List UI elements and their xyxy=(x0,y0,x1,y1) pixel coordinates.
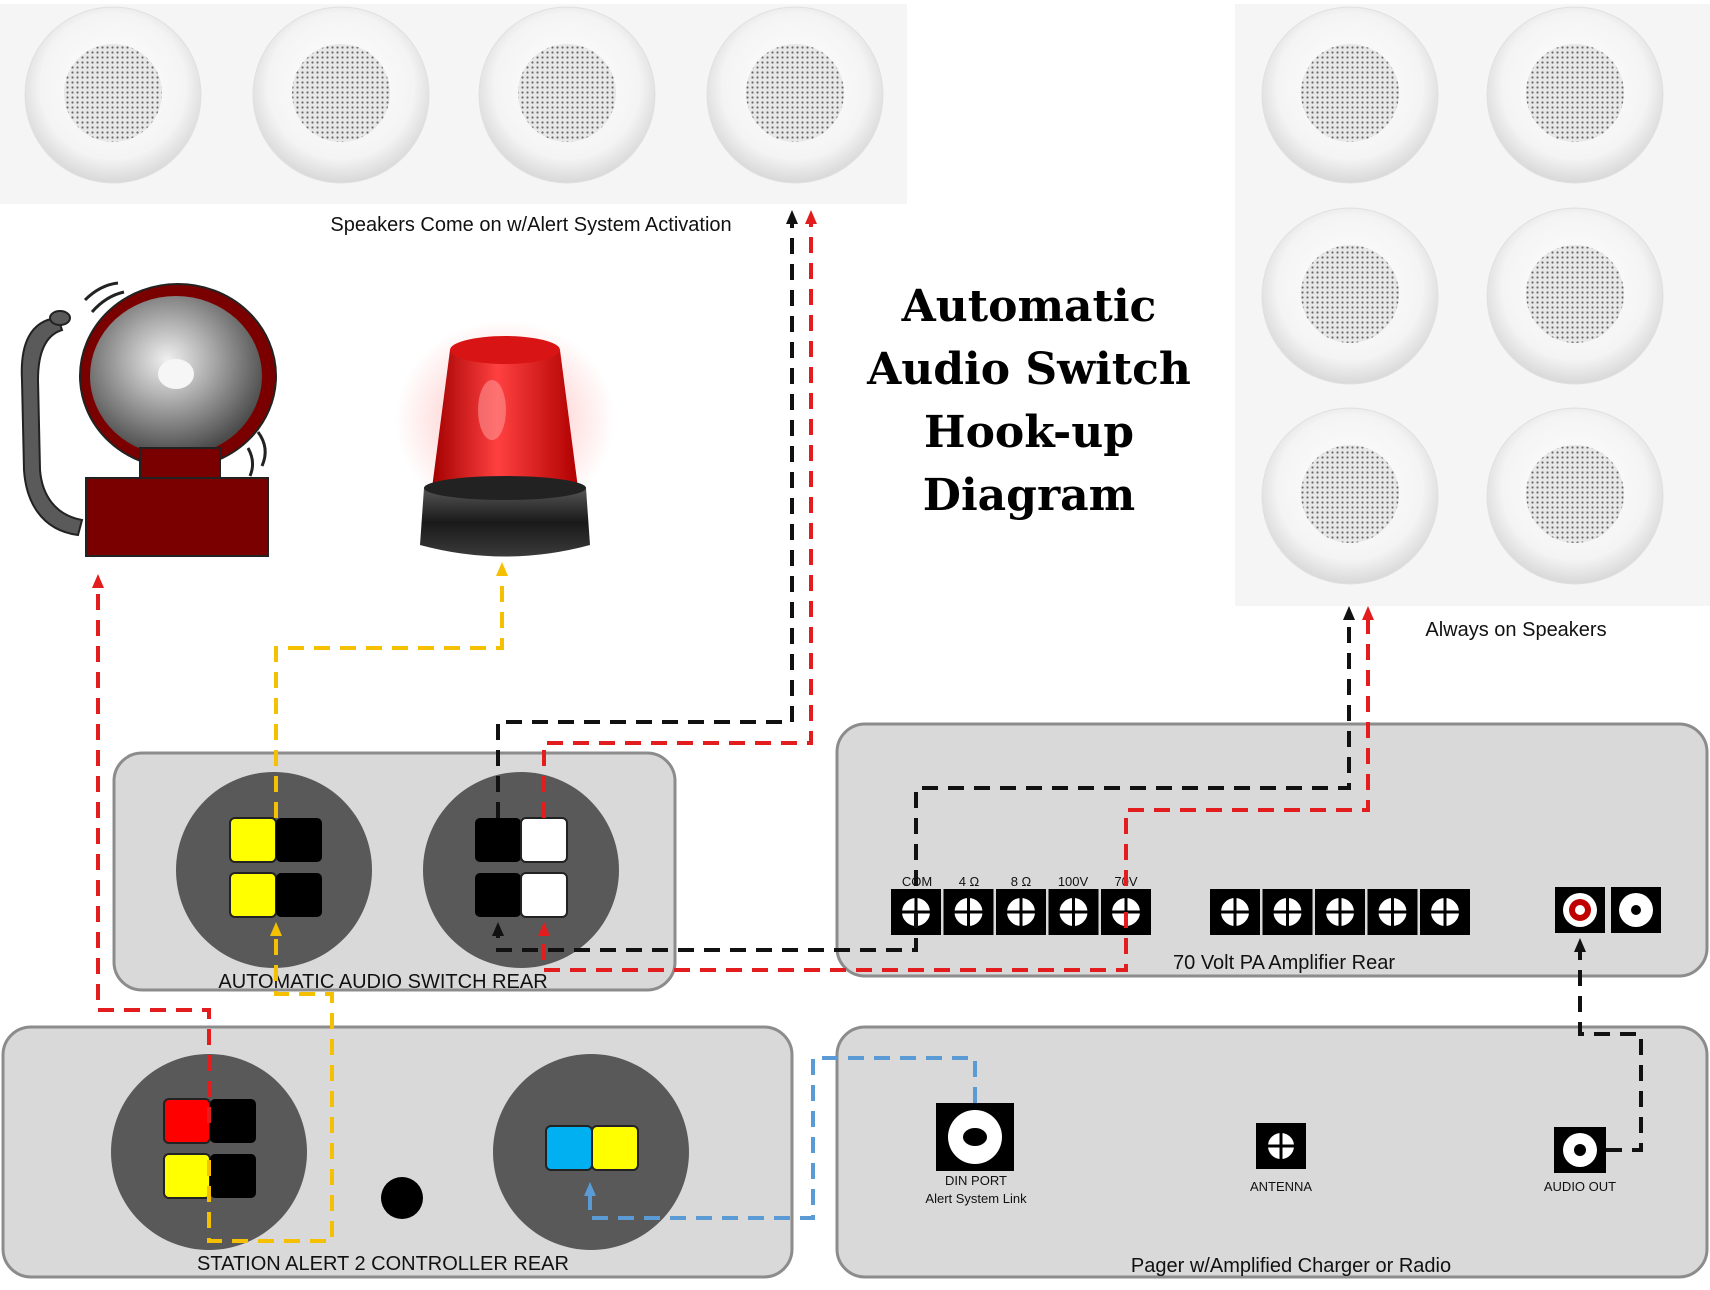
wire-red-to-always-on xyxy=(1124,618,1370,886)
terminal-label: 100V xyxy=(1058,874,1089,889)
arrowhead xyxy=(786,210,798,224)
title-line: Audio Switch xyxy=(866,344,1191,395)
antenna-label: ANTENNA xyxy=(1250,1179,1312,1194)
always-on-speaker xyxy=(1261,6,1439,184)
amplifier-rear-label: 70 Volt PA Amplifier Rear xyxy=(1173,952,1395,974)
wiring xyxy=(96,220,1643,1243)
terminal-black xyxy=(210,1099,256,1143)
always-on-speaker xyxy=(1261,207,1439,385)
terminal-label: 8 Ω xyxy=(1011,874,1032,889)
arrowhead xyxy=(1362,606,1374,620)
terminal-blue xyxy=(545,1125,593,1171)
terminal-yellow xyxy=(163,1153,211,1199)
always-on-speaker xyxy=(1486,6,1664,184)
controller-connector-left xyxy=(111,1054,307,1250)
terminal-label: 4 Ω xyxy=(959,874,980,889)
screw-terminal xyxy=(1262,889,1313,935)
wire-yellow-controller-to-switch xyxy=(207,928,334,1243)
red-beacon-icon xyxy=(395,320,615,557)
din-port-label: DIN PORT xyxy=(945,1173,1007,1188)
wire-black-to-always-on xyxy=(914,618,1351,886)
terminal-yellow xyxy=(229,872,277,918)
wire-blue-din-to-controller xyxy=(588,1056,977,1220)
arrowhead xyxy=(538,922,550,936)
terminal-white xyxy=(520,817,568,863)
wire-black-audio-out-to-amp xyxy=(1578,950,1643,1152)
terminal-black xyxy=(210,1154,256,1198)
screw-terminal xyxy=(1210,889,1260,935)
wire-red-70v-to-switch xyxy=(542,912,1128,972)
switch-connector-right xyxy=(423,772,619,968)
arrowhead xyxy=(270,922,282,936)
audio-out-jack xyxy=(1554,1127,1606,1173)
title-line: Automatic xyxy=(901,281,1157,332)
screw-terminal xyxy=(1315,889,1365,935)
always-on-speaker xyxy=(1486,407,1664,585)
always-on-speaker xyxy=(1486,207,1664,385)
switch-rear-label: AUTOMATIC AUDIO SWITCH REAR xyxy=(218,971,547,993)
alert-speaker xyxy=(252,6,430,184)
antenna-terminal xyxy=(1256,1123,1306,1169)
pa-amplifier-panel: COM 4 Ω 8 Ω 100V 70V 70 Volt PA Amplifie… xyxy=(835,722,1709,978)
always-on-speaker xyxy=(1261,407,1439,585)
station-alert-controller-panel: STATION ALERT 2 CONTROLLER REAR xyxy=(1,1025,794,1279)
controller-round-port xyxy=(381,1177,423,1219)
din-port-jack xyxy=(936,1103,1014,1171)
terminal-yellow xyxy=(229,817,277,863)
rca-jack-white xyxy=(1611,887,1661,933)
terminal-black xyxy=(276,818,322,862)
speaker-terminal-strip xyxy=(891,889,1151,935)
pager-panel: DIN PORT Alert System Link ANTENNA AUDIO… xyxy=(835,1025,1709,1279)
terminal-white xyxy=(520,872,568,918)
aux-terminal-strip xyxy=(1210,889,1470,935)
wire-red-to-alert-speakers xyxy=(542,220,813,818)
alert-speaker xyxy=(706,6,884,184)
terminal-black xyxy=(276,873,322,917)
screw-terminal xyxy=(943,889,994,935)
arrowhead xyxy=(805,210,817,224)
alert-speaker xyxy=(478,6,656,184)
screw-terminal xyxy=(996,889,1046,935)
wire-yellow-to-beacon xyxy=(274,572,504,818)
arrowhead xyxy=(496,562,508,576)
terminal-black xyxy=(475,818,521,862)
din-port-sublabel: Alert System Link xyxy=(925,1191,1027,1206)
arrowhead xyxy=(1343,606,1355,620)
automatic-audio-switch-panel: AUTOMATIC AUDIO SWITCH REAR xyxy=(112,751,677,993)
wire-red-to-bell xyxy=(96,582,211,1123)
wire-black-to-alert-speakers xyxy=(496,220,794,818)
arrowhead xyxy=(92,574,104,588)
pager-label: Pager w/Amplified Charger or Radio xyxy=(1131,1255,1451,1277)
alert-speakers-caption: Speakers Come on w/Alert System Activati… xyxy=(330,214,731,236)
audio-out-label: AUDIO OUT xyxy=(1544,1179,1616,1194)
wire-black-com-to-switch xyxy=(496,912,918,952)
arrowhead xyxy=(584,1182,596,1196)
always-on-speakers-caption: Always on Speakers xyxy=(1425,619,1606,641)
alarm-bell-icon xyxy=(20,281,277,557)
terminal-red xyxy=(163,1098,211,1144)
title-line: Diagram xyxy=(923,470,1135,521)
screw-terminal xyxy=(1367,889,1418,935)
screw-terminal xyxy=(1420,889,1470,935)
rca-jack-red xyxy=(1555,887,1605,933)
wire-arrowheads xyxy=(92,210,1586,1196)
screw-terminal xyxy=(1048,889,1099,935)
controller-rear-label: STATION ALERT 2 CONTROLLER REAR xyxy=(197,1253,569,1275)
title-line: Hook-up xyxy=(924,407,1134,458)
arrowhead xyxy=(492,922,504,936)
terminal-black xyxy=(475,873,521,917)
switch-connector-left xyxy=(176,772,372,968)
terminal-yellow xyxy=(591,1125,639,1171)
alert-speaker xyxy=(24,6,202,184)
arrowhead xyxy=(1574,938,1586,952)
diagram-title: Automatic Audio Switch Hook-up Diagram xyxy=(866,281,1191,521)
